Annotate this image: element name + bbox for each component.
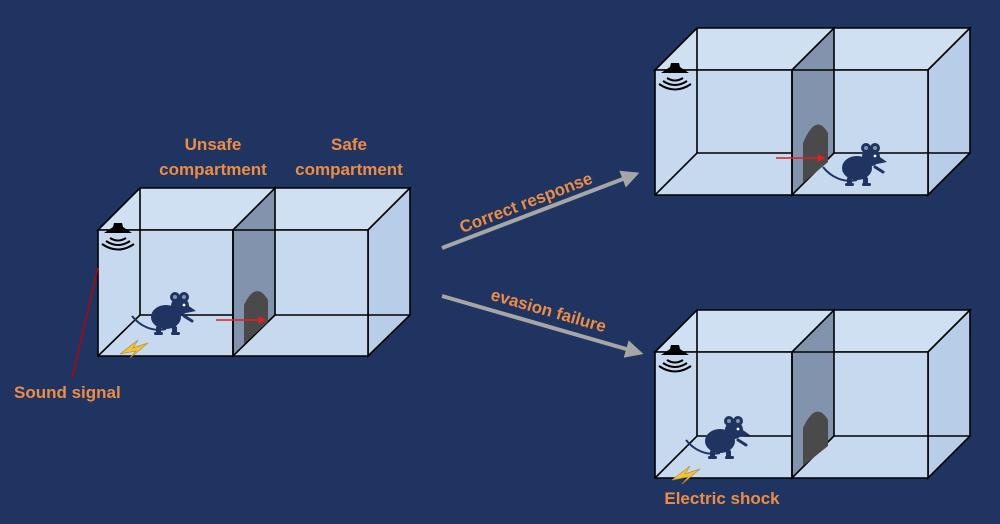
safe-label-line2: compartment bbox=[295, 160, 403, 179]
safe-label-line1: Safe bbox=[331, 135, 367, 154]
shuttle-box-start bbox=[96, 186, 412, 358]
unsafe-label-line1: Unsafe bbox=[185, 135, 242, 154]
correct-response-arrow bbox=[441, 170, 640, 250]
shuttle-box-failure bbox=[653, 308, 972, 480]
shuttle-box-correct bbox=[653, 26, 972, 197]
correct-response-label: Correct response bbox=[457, 169, 595, 237]
electric-shock-label: Electric shock bbox=[664, 489, 780, 508]
unsafe-label-line2: compartment bbox=[159, 160, 267, 179]
evasion-failure-arrow bbox=[441, 294, 644, 358]
sound-signal-label: Sound signal bbox=[14, 383, 121, 402]
sound-signal-pointer bbox=[71, 267, 99, 379]
